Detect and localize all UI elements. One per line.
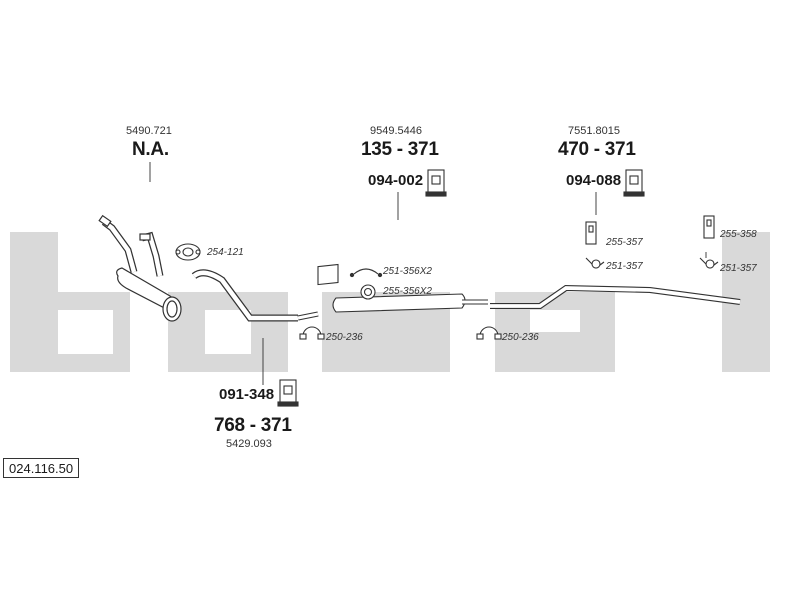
- clamp-icon: [476, 326, 502, 340]
- bracket-a-part-number: 255-357: [606, 237, 643, 248]
- leader-lines: [149, 162, 707, 385]
- rubber-mount-icon: [623, 169, 645, 197]
- u-clamp-icon: [349, 268, 383, 278]
- bracket-icon: [703, 215, 715, 239]
- center-part-number: 135 - 371: [361, 139, 439, 160]
- hanger-a-part-number: 251-357: [606, 261, 643, 272]
- gasket-icon: [175, 243, 201, 261]
- left-part-number: N.A.: [132, 139, 169, 160]
- right-mount-number: 094-088: [566, 172, 622, 189]
- bottom-part-number: 768 - 371: [214, 415, 292, 436]
- bracket-icon: [585, 221, 597, 245]
- tail-pipe: [490, 284, 741, 309]
- ring-icon: [360, 284, 376, 300]
- hanger-b-part-number: 251-357: [720, 263, 757, 274]
- clamp-left-part-number: 250-236: [326, 332, 363, 343]
- gasket-part-number: 254-121: [207, 247, 244, 258]
- bottom-mount-number: 091-348: [219, 386, 275, 403]
- center-mount-number: 094-002: [368, 172, 424, 189]
- bosal-watermark: [10, 232, 770, 372]
- exhaust-manifold: [98, 214, 182, 322]
- clamp-icon: [299, 326, 325, 340]
- bracket-b-part-number: 255-358: [720, 229, 757, 240]
- right-reference-number: 7551.8015: [568, 125, 620, 137]
- hanger-clamp-icon: [585, 257, 605, 269]
- catalog-number-box: 024.116.50: [3, 458, 80, 478]
- center-reference-number: 9549.5446: [370, 125, 422, 137]
- left-reference-number: 5490.721: [126, 125, 172, 137]
- u-clamp-part-number: 251-356X2: [383, 266, 432, 277]
- rubber-mount-icon: [425, 169, 447, 197]
- ring-part-number: 255-356X2: [383, 286, 432, 297]
- rubber-mount-icon: [277, 379, 299, 407]
- clamp-mid-part-number: 250-236: [502, 332, 539, 343]
- right-part-number: 470 - 371: [558, 139, 636, 160]
- hanger-clamp-icon: [699, 257, 719, 269]
- front-pipe: [191, 269, 298, 322]
- bottom-reference-number: 5429.093: [226, 438, 272, 450]
